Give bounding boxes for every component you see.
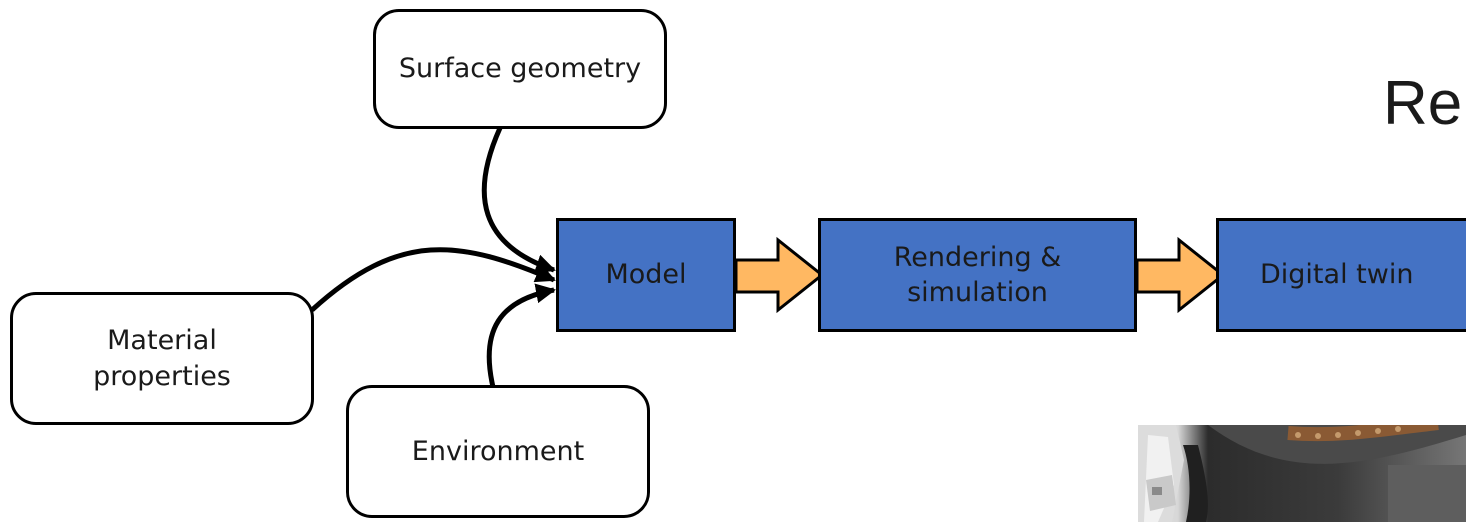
material-properties-box: Material properties [10,292,314,425]
rendering-label-line2: simulation [907,277,1048,308]
environment-label: Environment [411,435,585,467]
robot-photo-partial [1138,425,1466,522]
block-arrow-rendering-to-twin [1135,236,1226,314]
surface-geometry-box: Surface geometry [373,9,667,129]
rendering-label-line1: Rendering & [893,241,1062,273]
slide-title-partial: Re [1383,69,1463,138]
model-box: Model [556,218,736,332]
model-label: Model [605,259,687,291]
connector-surface-to-model [481,126,556,274]
material-properties-label-line1: Material [107,325,217,357]
digital-twin-label: Digital twin [1260,259,1414,291]
block-arrow-model-to-rendering [734,236,825,314]
connector-environment-to-model [486,283,556,388]
environment-box: Environment [346,385,650,518]
rendering-simulation-box: Rendering & simulation [818,218,1137,332]
surface-geometry-label: Surface geometry [398,53,642,85]
connector-material-to-model [310,247,556,312]
material-properties-label-line2: properties [93,360,231,392]
digital-twin-box: Digital twin [1216,218,1466,332]
